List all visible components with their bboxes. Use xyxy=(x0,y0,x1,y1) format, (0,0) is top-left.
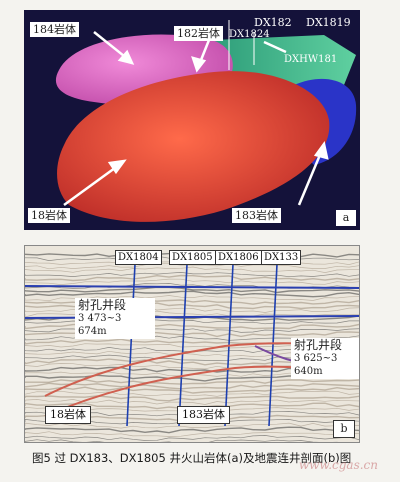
callout-range: 3 625~3 640m xyxy=(294,353,338,377)
well-label-dx133: DX133 xyxy=(261,250,302,265)
callout-title: 射孔井段 xyxy=(78,298,127,312)
label-rock-183: 183岩体 xyxy=(232,208,281,223)
seismic-reflector xyxy=(25,299,359,305)
seismic-reflector xyxy=(25,290,359,298)
rock-18-red-body xyxy=(57,71,330,222)
annotation-arrows xyxy=(63,31,329,207)
seismic-reflector xyxy=(25,422,359,429)
well-trace xyxy=(268,263,278,427)
panel-letter-a: a xyxy=(336,210,356,226)
seismic-reflector xyxy=(25,330,359,338)
label-well-dx1824: DX1824 xyxy=(229,29,270,40)
seismic-reflector xyxy=(25,431,359,437)
figure-caption: 图5 过 DX183、DX1805 井火山岩体(a)及地震连井剖面(b)图 xyxy=(32,451,352,465)
seismic-reflector xyxy=(25,286,359,294)
label-rock-184: 184岩体 xyxy=(30,22,79,37)
perforation-callout-left: 射孔井段 3 473~3 674m xyxy=(75,298,155,339)
label-rock-183: 183岩体 xyxy=(177,406,230,424)
seismic-reflector xyxy=(25,439,339,442)
seismic-reflector xyxy=(25,327,359,333)
seismic-reflector xyxy=(25,399,359,405)
label-rock-18: 18岩体 xyxy=(45,406,91,424)
well-trace xyxy=(178,263,188,427)
seismic-reflector xyxy=(25,266,359,273)
well-label-dx1805: DX1805 xyxy=(169,250,216,265)
well-label-dx1804: DX1804 xyxy=(115,250,162,265)
horizon-line xyxy=(25,285,359,289)
label-well-dxhw181: DXHW181 xyxy=(284,54,338,65)
seismic-reflector xyxy=(25,310,359,318)
rock-body-3d-view: 184岩体 182岩体 DX182 DX1819 DX1824 DXHW181 … xyxy=(24,10,360,230)
seismic-reflector xyxy=(25,378,359,385)
seismic-reflector xyxy=(25,395,359,402)
seismic-reflector xyxy=(25,322,359,330)
seismic-reflector xyxy=(25,295,359,302)
label-rock-182: 182岩体 xyxy=(174,26,223,41)
label-rock-18: 18岩体 xyxy=(28,208,70,223)
callout-title: 射孔井段 xyxy=(294,338,343,352)
callout-range: 3 473~3 674m xyxy=(78,313,122,337)
seismic-reflector xyxy=(25,319,359,325)
seismic-reflector xyxy=(25,435,359,441)
well-label-dx1806: DX1806 xyxy=(215,250,262,265)
seismic-reflector xyxy=(25,302,359,310)
seismic-reflector xyxy=(25,386,359,394)
well-trace xyxy=(126,263,136,427)
seismic-reflector xyxy=(25,306,359,313)
watermark: www.cgas.cn xyxy=(298,458,378,472)
seismic-reflector xyxy=(25,390,359,397)
label-well-dx1819: DX1819 xyxy=(306,16,351,29)
seismic-reflector xyxy=(25,278,359,285)
rock-body-illustration xyxy=(24,10,360,230)
panel-letter-b: b xyxy=(333,420,355,438)
perforation-callout-right: 射孔井段 3 625~3 640m xyxy=(291,338,359,379)
label-well-dx182: DX182 xyxy=(254,16,292,29)
seismic-reflector xyxy=(25,426,359,434)
seismic-section: DX1804 DX1805 DX1806 DX133 射孔井段 3 473~3 … xyxy=(24,245,360,443)
